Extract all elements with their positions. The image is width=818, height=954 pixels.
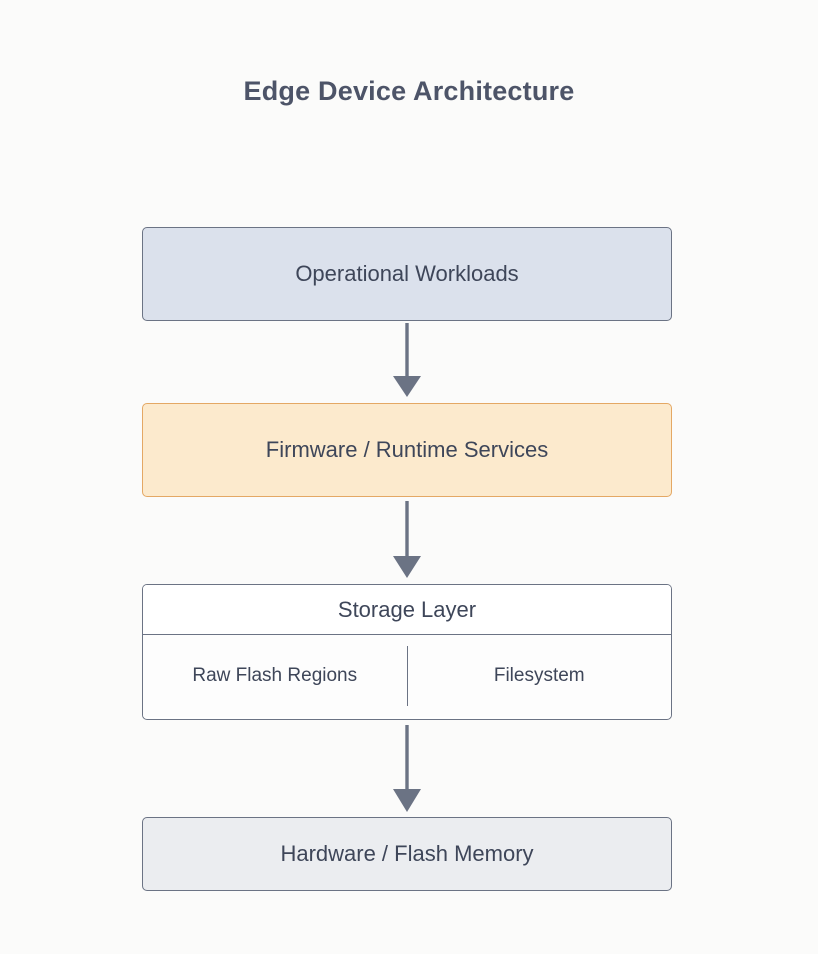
node-storage-layer[interactable]: Storage Layer Raw Flash Regions Filesyst…: [142, 584, 672, 720]
node-hardware-flash-memory-label: Hardware / Flash Memory: [280, 841, 534, 866]
node-firmware-runtime-services-label: Firmware / Runtime Services: [265, 437, 549, 462]
node-operational-workloads-label: Operational Workloads: [295, 261, 519, 286]
storage-layer-body: Raw Flash Regions Filesystem: [143, 635, 671, 717]
storage-cell-raw-flash-regions[interactable]: Raw Flash Regions: [143, 635, 407, 717]
arrow-workloads-to-firmware: [0, 321, 818, 403]
storage-cell-filesystem[interactable]: Filesystem: [408, 635, 672, 717]
storage-layer-header: Storage Layer: [143, 585, 671, 635]
arrow-firmware-to-storage: [0, 497, 818, 584]
node-hardware-flash-memory[interactable]: Hardware / Flash Memory: [142, 817, 672, 891]
storage-cells-divider: [406, 646, 408, 706]
node-firmware-runtime-services[interactable]: Firmware / Runtime Services: [142, 403, 672, 497]
node-operational-workloads[interactable]: Operational Workloads: [142, 227, 672, 321]
storage-cell-raw-flash-regions-label: Raw Flash Regions: [192, 665, 358, 686]
arrow-storage-to-hardware: [0, 720, 818, 818]
storage-cell-filesystem-label: Filesystem: [493, 665, 585, 686]
diagram-title: Edge Device Architecture: [243, 76, 575, 106]
